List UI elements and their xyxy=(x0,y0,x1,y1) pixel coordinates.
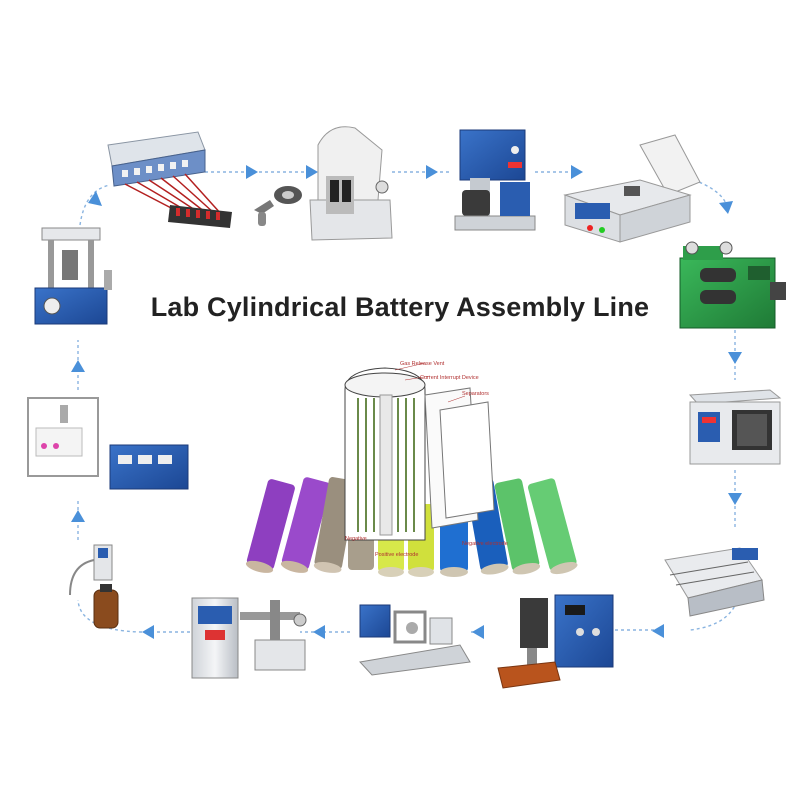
arrow-icon xyxy=(313,625,325,639)
cross-section-labels: Gas Release Vent Current Interrupt Devic… xyxy=(345,361,508,558)
film-coater-icon xyxy=(563,134,701,243)
cell-purple xyxy=(281,477,331,570)
arrow-icon xyxy=(472,625,484,639)
electrode-slitter-icon xyxy=(664,547,765,617)
spot-welder-icon xyxy=(497,594,614,689)
battery-tester-icon xyxy=(107,131,232,228)
arrow-icon xyxy=(306,165,318,179)
cell-green xyxy=(494,478,540,571)
label-positive-electrode: Positive electrode xyxy=(375,552,418,558)
label-gas-release-vent: Gas Release Vent xyxy=(400,361,445,367)
vacuum-oven-icon xyxy=(688,389,782,465)
cell-green xyxy=(527,478,577,571)
glovebox-sealer-icon xyxy=(27,397,189,490)
arrow-icon xyxy=(71,360,85,372)
arrow-icon xyxy=(719,201,733,214)
arrow-icon xyxy=(88,191,102,206)
label-current-interrupt-device: Current Interrupt Device xyxy=(420,375,479,381)
label-negative-electrode: Negative electrode xyxy=(462,541,508,547)
winding-machine-icon xyxy=(359,604,471,676)
arrow-icon xyxy=(728,352,742,364)
cell-purple xyxy=(246,479,295,570)
rolling-press-icon xyxy=(679,241,786,329)
arrow-icon xyxy=(142,625,154,639)
grooving-machine-icon xyxy=(191,597,307,679)
planetary-ball-mill-icon xyxy=(254,126,393,241)
arrow-icon xyxy=(571,165,583,179)
vacuum-mixer-icon xyxy=(454,129,536,231)
electrolyte-filler-icon xyxy=(69,544,119,629)
cell-cross-section xyxy=(344,367,495,541)
diagram-title: Lab Cylindrical Battery Assembly Line xyxy=(150,292,650,322)
arrow-icon xyxy=(71,510,85,522)
flow-arrows xyxy=(71,165,742,639)
arrow-icon xyxy=(652,624,664,638)
arrow-icon xyxy=(426,165,438,179)
arrow-icon xyxy=(246,165,258,179)
crimping-machine-icon xyxy=(34,227,112,325)
label-separators: Separators xyxy=(462,391,489,397)
arrow-icon xyxy=(728,493,742,505)
label-negative: Negative xyxy=(345,536,367,542)
